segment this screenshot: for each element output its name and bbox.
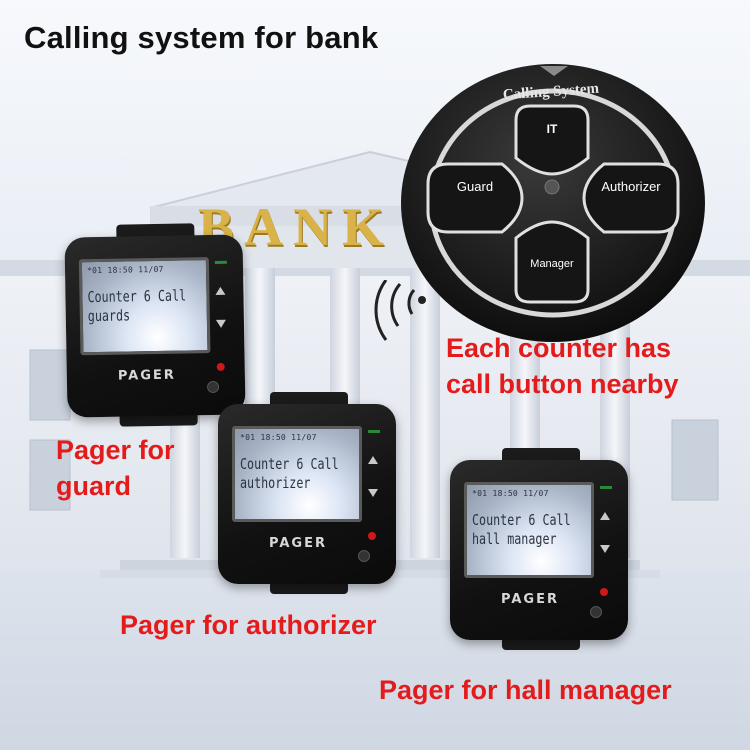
- call-button-graphic: [401, 64, 705, 342]
- call-key-authorizer[interactable]: Authorizer: [601, 179, 661, 194]
- pager-led: [368, 430, 380, 433]
- call-key-it[interactable]: IT: [546, 122, 558, 136]
- call-key-manager[interactable]: Manager: [530, 258, 574, 270]
- pager-red-indicator: [368, 532, 376, 540]
- arrow-down-icon[interactable]: [368, 489, 378, 497]
- caption-line: Pager for: [56, 435, 175, 465]
- caption-counter-button: Each counter has call button nearby: [446, 330, 679, 402]
- pager-message-line-1: Counter 6 Call: [472, 511, 571, 529]
- pager-status-line: *01 18:50 11/07: [472, 489, 549, 498]
- caption-line: Each counter has: [446, 333, 672, 363]
- caption-pager-hall-manager: Pager for hall manager: [379, 675, 672, 705]
- pager-screen: *01 18:50 11/07 Counter 6 Call guards: [78, 257, 211, 356]
- arrow-down-icon[interactable]: [600, 545, 610, 553]
- call-button-device: Calling System IT Guard Authorizer Manag…: [398, 62, 708, 344]
- pager-message-line-1: Counter 6 Call: [87, 286, 187, 307]
- pager-guard: *01 18:50 11/07 Counter 6 Call guards PA…: [64, 223, 246, 427]
- caption-line: call button nearby: [446, 369, 679, 399]
- pager-led: [600, 486, 612, 489]
- pager-message-line-1: Counter 6 Call: [240, 455, 339, 473]
- caption-pager-authorizer: Pager for authorizer: [120, 610, 377, 640]
- pager-brand: PAGER: [269, 536, 327, 551]
- pager-message-line-2: guards: [87, 306, 131, 326]
- pager-message-line-2: hall manager: [472, 530, 557, 548]
- pager-message-line-2: authorizer: [240, 474, 311, 492]
- arrow-up-icon[interactable]: [215, 286, 226, 295]
- wireless-signal-icon: [374, 280, 426, 341]
- caption-line: guard: [56, 471, 132, 501]
- caption-pager-guard: Pager for guard: [56, 432, 175, 504]
- pager-knob[interactable]: [358, 550, 370, 562]
- pager-status-line: *01 18:50 11/07: [86, 264, 164, 276]
- pager-screen: *01 18:50 11/07 Counter 6 Call authorize…: [232, 426, 362, 522]
- arrow-up-icon[interactable]: [600, 512, 610, 520]
- pager-screen: *01 18:50 11/07 Counter 6 Call hall mana…: [464, 482, 594, 578]
- pager-status-line: *01 18:50 11/07: [240, 433, 317, 442]
- pager-brand: PAGER: [117, 367, 176, 384]
- arrow-up-icon[interactable]: [368, 456, 378, 464]
- pager-authorizer: *01 18:50 11/07 Counter 6 Call authorize…: [218, 392, 396, 594]
- pager-brand: PAGER: [501, 592, 559, 607]
- pager-knob[interactable]: [590, 606, 602, 618]
- pager-led: [214, 260, 227, 264]
- page-title: Calling system for bank: [24, 20, 379, 55]
- pager-red-indicator: [600, 588, 608, 596]
- arrow-down-icon[interactable]: [215, 319, 227, 328]
- call-key-guard[interactable]: Guard: [456, 179, 494, 194]
- pager-hall-manager: *01 18:50 11/07 Counter 6 Call hall mana…: [450, 448, 628, 650]
